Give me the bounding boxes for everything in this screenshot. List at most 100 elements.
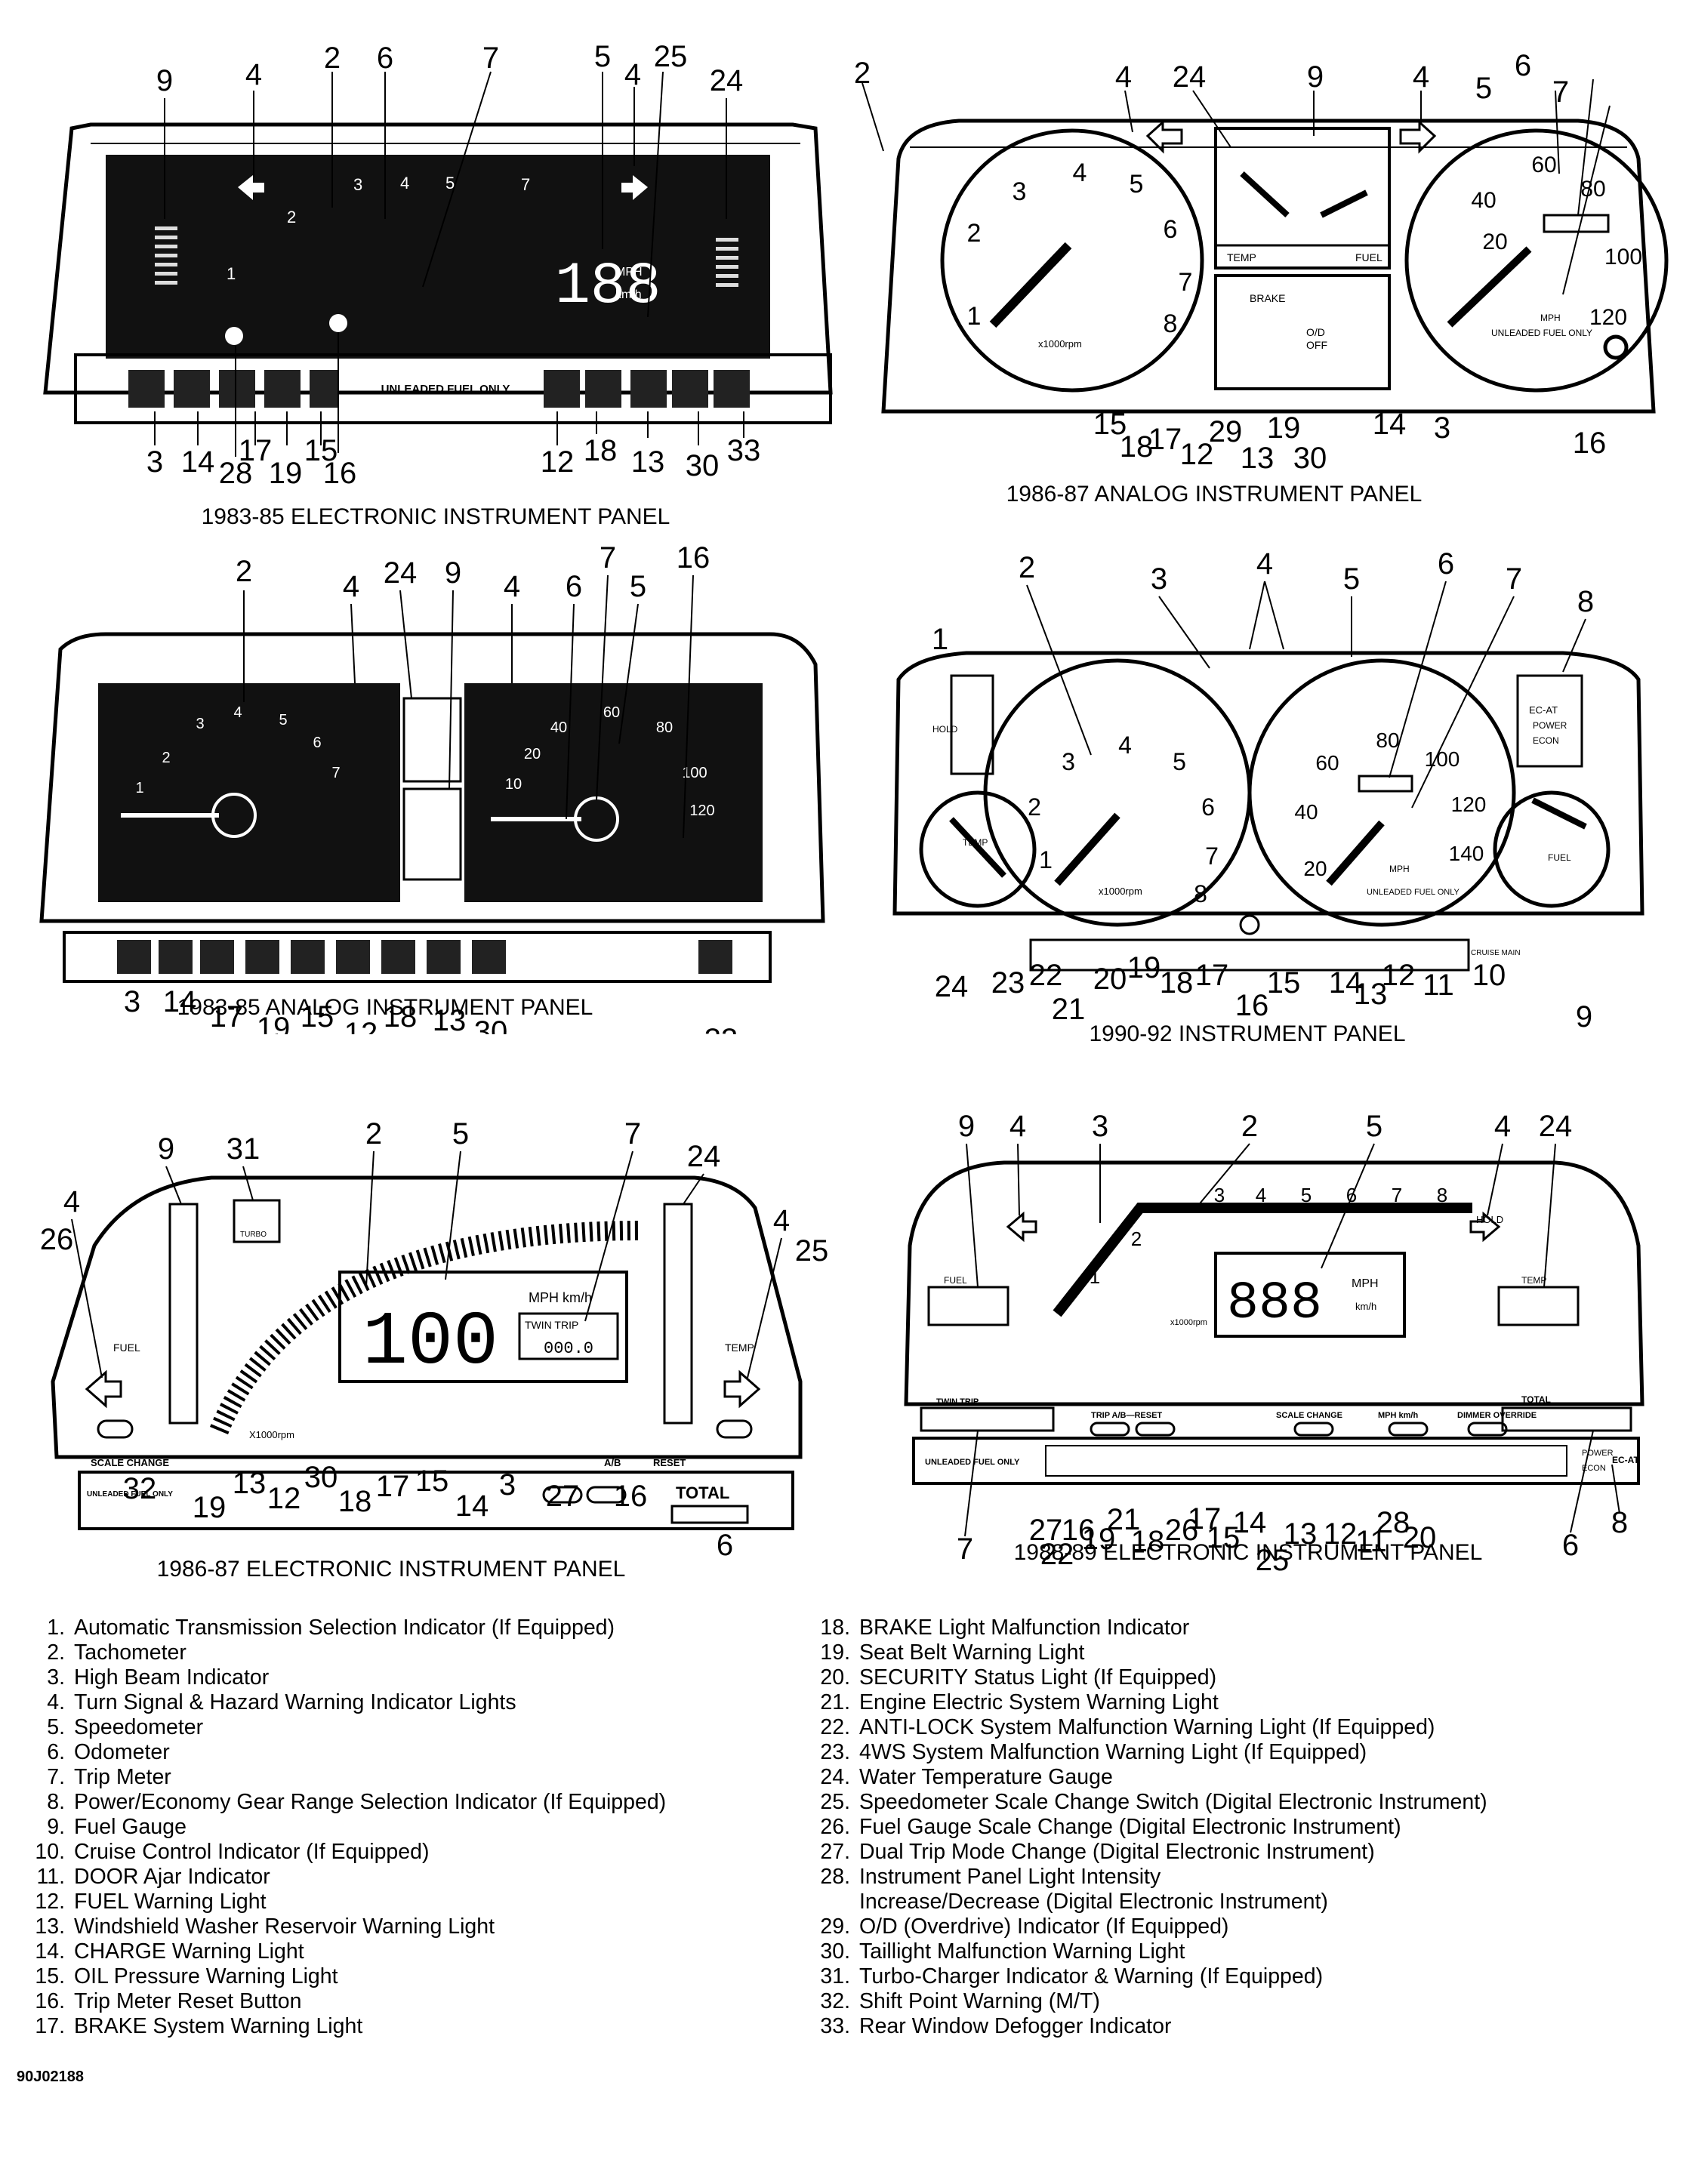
svg-text:6: 6: [1515, 49, 1531, 82]
trip-ab-button[interactable]: [1090, 1422, 1130, 1437]
fuel-bar-graph: [168, 1203, 199, 1425]
svg-text:9: 9: [158, 1132, 174, 1166]
svg-text:23: 23: [991, 966, 1025, 1000]
legend-item: 15.OIL Pressure Warning Light: [35, 1964, 338, 1988]
legend-item: 9.Fuel Gauge: [47, 1815, 186, 1839]
trip-reset-button[interactable]: [329, 314, 347, 332]
svg-text:17: 17: [239, 434, 273, 467]
warning-light-row-left: [128, 370, 338, 408]
svg-text:EC-AT: EC-AT: [1612, 1455, 1639, 1465]
svg-text:10: 10: [1472, 959, 1506, 992]
svg-text:8: 8: [1194, 880, 1207, 907]
svg-text:5: 5: [1301, 1184, 1312, 1206]
svg-text:13: 13: [433, 1004, 467, 1034]
svg-text:4: 4: [1073, 159, 1087, 187]
svg-text:4: 4: [1115, 60, 1132, 94]
turn-left-arrow-icon: [1006, 1211, 1037, 1243]
svg-text:16: 16: [1235, 989, 1269, 1022]
legend-item: 18.BRAKE Light Malfunction Indicator: [820, 1616, 1190, 1640]
svg-text:21: 21: [1107, 1503, 1141, 1536]
svg-text:2: 2: [1019, 551, 1035, 584]
digital-speed-readout: 188: [555, 254, 661, 320]
svg-text:7: 7: [331, 765, 340, 781]
svg-text:1: 1: [932, 623, 948, 656]
svg-text:HOLD: HOLD: [932, 724, 958, 735]
svg-text:9: 9: [445, 556, 461, 590]
svg-text:FUEL: FUEL: [944, 1275, 967, 1286]
svg-text:km/h: km/h: [615, 288, 642, 301]
callout-numbers: 9 4 2 6 7 5 4 25 24 3 14 28 17 19 15 16 …: [146, 40, 760, 490]
svg-text:4: 4: [773, 1204, 790, 1237]
fuel-scale-button[interactable]: [97, 1419, 134, 1439]
warning-light-row: [117, 940, 732, 974]
speed-scale-button[interactable]: [716, 1419, 753, 1439]
odometer: [1543, 214, 1610, 233]
svg-text:28: 28: [219, 457, 253, 490]
ec-at-box: [1516, 674, 1583, 768]
svg-text:19: 19: [1267, 411, 1301, 445]
svg-text:14: 14: [1373, 408, 1407, 441]
svg-text:16: 16: [614, 1480, 648, 1513]
svg-text:31: 31: [227, 1132, 260, 1166]
svg-text:TOTAL: TOTAL: [1521, 1394, 1551, 1405]
svg-text:8: 8: [1577, 585, 1594, 618]
speed-unit-button[interactable]: [1388, 1422, 1429, 1437]
svg-text:4: 4: [1494, 1110, 1511, 1143]
legend-left: 1.Automatic Transmission Selection Indic…: [21, 1616, 666, 2039]
turbo-indicator: [233, 1199, 281, 1243]
legend-item: 14.CHARGE Warning Light: [35, 1939, 304, 1964]
svg-text:140: 140: [1449, 842, 1484, 865]
svg-text:5: 5: [279, 712, 287, 729]
trip-reset-knob[interactable]: [1603, 334, 1629, 360]
scale-change-button[interactable]: [1293, 1422, 1334, 1437]
svg-text:SCALE CHANGE: SCALE CHANGE: [1276, 1411, 1342, 1420]
svg-text:4: 4: [1413, 60, 1429, 94]
svg-text:17: 17: [1148, 423, 1182, 456]
svg-text:19: 19: [269, 457, 303, 490]
svg-text:6: 6: [1562, 1529, 1579, 1562]
svg-text:100: 100: [682, 765, 707, 781]
legend-item: 4.Turn Signal & Hazard Warning Indicator…: [47, 1690, 516, 1714]
svg-text:FUEL: FUEL: [1548, 852, 1571, 863]
svg-text:26: 26: [1165, 1514, 1199, 1547]
svg-text:MPH: MPH: [615, 266, 643, 279]
legend-item: 27.Dual Trip Mode Change (Digital Electr…: [820, 1840, 1375, 1864]
svg-text:TWIN TRIP: TWIN TRIP: [936, 1397, 979, 1406]
svg-text:100: 100: [1425, 747, 1460, 771]
odometer: [1358, 775, 1413, 793]
trip-reset-knob[interactable]: [1239, 914, 1260, 935]
legend-item: 31.Turbo-Charger Indicator & Warning (If…: [820, 1964, 1324, 1988]
turn-left-arrow-icon: [238, 175, 264, 200]
temp-gauge: [919, 790, 1037, 908]
warning-light-strip: [1029, 938, 1470, 972]
svg-text:12: 12: [267, 1482, 301, 1515]
svg-text:17: 17: [1195, 959, 1229, 992]
trip-ab-button[interactable]: [542, 1486, 583, 1504]
svg-text:15: 15: [304, 434, 338, 467]
svg-text:2: 2: [1028, 793, 1041, 821]
svg-text:13: 13: [233, 1467, 267, 1500]
svg-text:4: 4: [1118, 732, 1132, 759]
trip-reset-button[interactable]: [586, 1486, 627, 1504]
svg-text:UNLEADED FUEL ONLY: UNLEADED FUEL ONLY: [1367, 888, 1460, 897]
svg-text:5: 5: [594, 40, 611, 73]
svg-text:120: 120: [1451, 793, 1487, 816]
svg-text:6: 6: [566, 570, 582, 603]
svg-text:14: 14: [455, 1489, 489, 1523]
speedometer: [1404, 128, 1669, 393]
svg-text:UNLEADED FUEL ONLY: UNLEADED FUEL ONLY: [1491, 328, 1592, 338]
trip-reset-button[interactable]: [1135, 1422, 1176, 1437]
svg-text:MPH km/h: MPH km/h: [1378, 1411, 1418, 1420]
svg-text:27: 27: [1029, 1514, 1063, 1547]
reset-button-left[interactable]: [225, 327, 243, 345]
svg-text:2: 2: [236, 555, 252, 588]
legend-item: 17.BRAKE System Warning Light: [35, 2014, 363, 2038]
dimmer-override-button[interactable]: [1467, 1422, 1508, 1437]
svg-text:FUEL: FUEL: [1355, 251, 1382, 263]
svg-text:DIMMER OVERRIDE: DIMMER OVERRIDE: [1457, 1411, 1537, 1420]
svg-text:25: 25: [654, 40, 688, 73]
svg-text:12: 12: [1324, 1517, 1358, 1551]
